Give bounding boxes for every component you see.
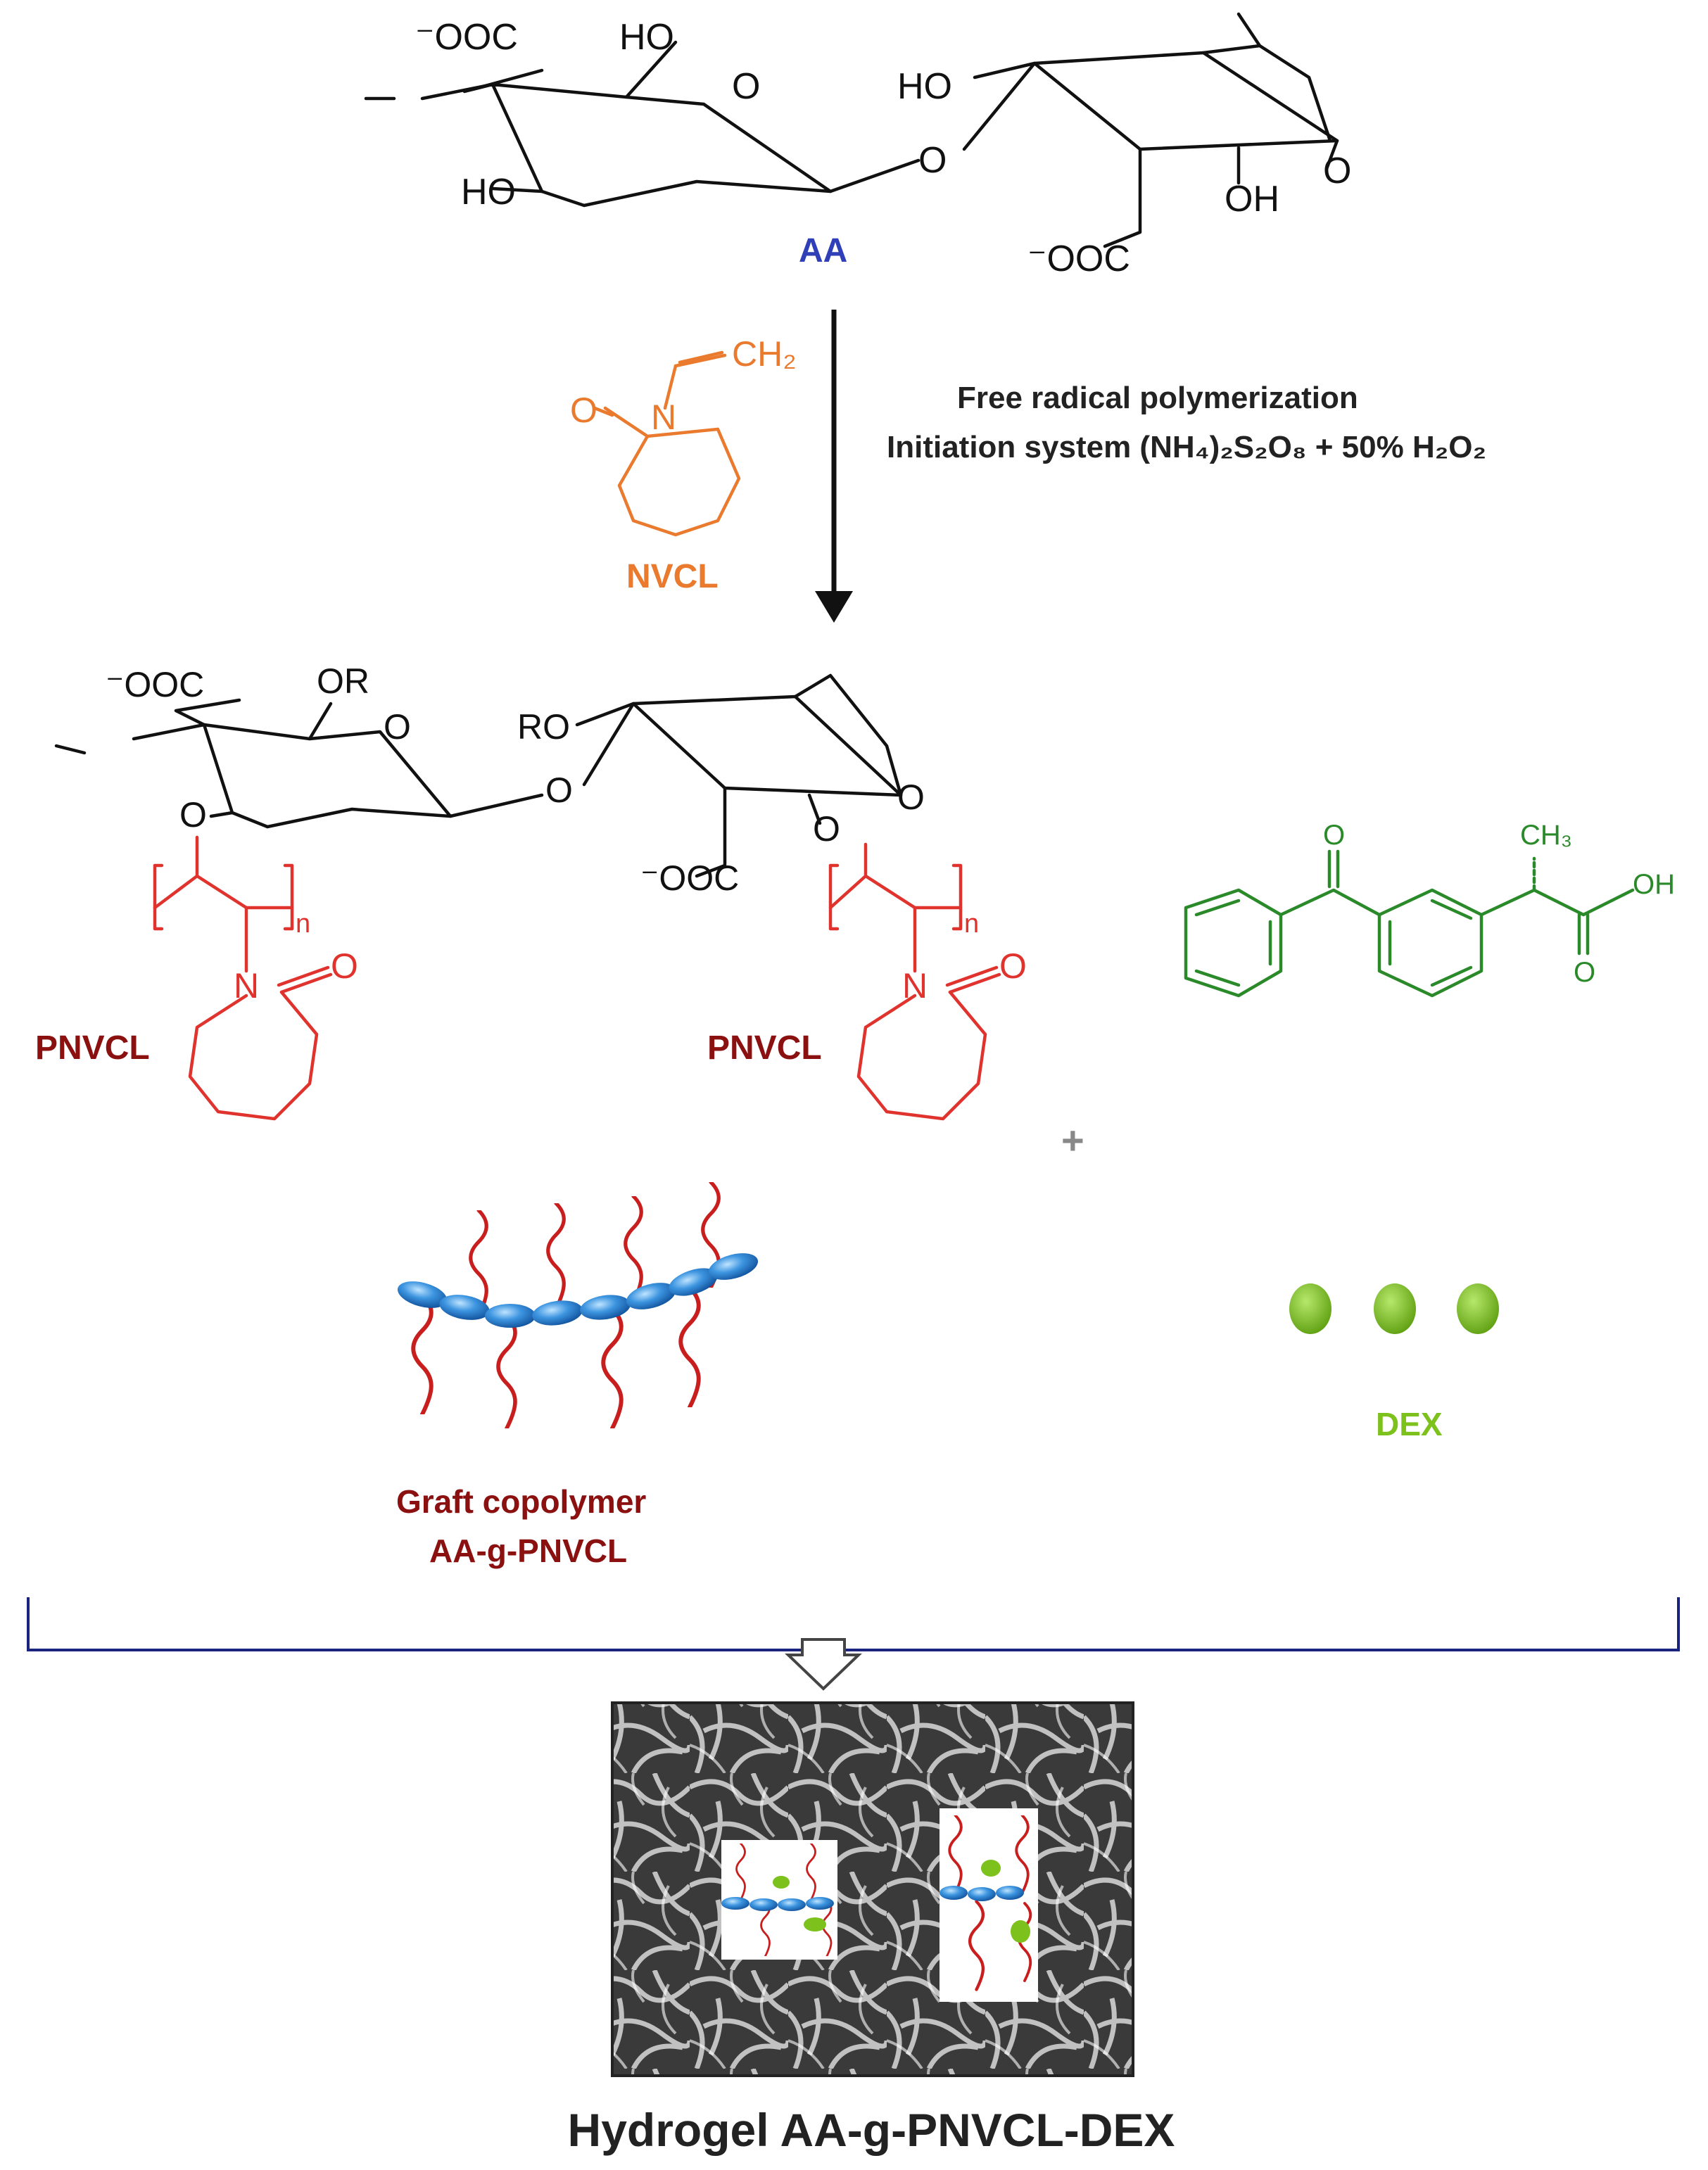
hydrogel-inset-right xyxy=(940,1808,1038,2002)
aa-coo-top: ⁻OOC xyxy=(415,17,518,58)
nvcl-label: NVCL xyxy=(626,558,719,595)
combine-arrow xyxy=(785,1638,862,1691)
pnvcl-right-labels: n N O xyxy=(902,909,1027,1005)
reaction-conditions: Free radical polymerization Initiation s… xyxy=(887,381,1486,464)
hydrogel-title: Hydrogel AA-g-PNVCL-DEX xyxy=(568,2104,1175,2156)
pnvcl-left-label: PNVCL xyxy=(35,1029,150,1067)
graft-copolymer-line1: Graft copolymer xyxy=(396,1483,646,1520)
graft-copolymer-label: Graft copolymer AA-g-PNVCL xyxy=(396,1483,646,1569)
graft-coo-bottom: ⁻OOC xyxy=(640,858,739,898)
nvcl-o: O xyxy=(570,391,597,430)
dex-label: DEX xyxy=(1376,1406,1443,1442)
hydrogel-sem-image xyxy=(611,1701,1134,2077)
dex-dot xyxy=(1289,1283,1331,1334)
nvcl-ch2: CH₂ xyxy=(732,334,797,374)
drug-structure xyxy=(1184,849,1635,998)
graft-backbone-labels: ⁻OOC OR O RO O O O O ⁻OOC xyxy=(106,661,925,898)
pnvcl-left-labels: n N O xyxy=(234,909,358,1005)
condition-line1: Free radical polymerization xyxy=(957,381,1358,415)
pnvcl-right xyxy=(828,842,1001,1121)
dex-dot xyxy=(1374,1283,1416,1334)
aa-ho-right: HO xyxy=(897,66,952,107)
aa-ho-left: HO xyxy=(461,172,516,212)
aa-ho-top: HO xyxy=(619,17,674,58)
graft-ro: RO xyxy=(517,707,570,747)
drug-structure-labels: O CH₃ OH O xyxy=(1323,820,1675,988)
dex-dot xyxy=(1457,1283,1499,1334)
graft-ring-o: O xyxy=(384,707,411,747)
pnvcl-right-label: PNVCL xyxy=(707,1029,822,1067)
pnvcl-left-o-atom: O xyxy=(331,946,358,986)
graft-bridge-o: O xyxy=(897,778,925,817)
aa-structure-labels: ⁻OOC HO O HO O HO O OH ⁻OOC xyxy=(415,17,1351,279)
aa-link-o: O xyxy=(918,140,947,181)
graft-coo-top: ⁻OOC xyxy=(106,665,204,704)
graft-link-o: O xyxy=(545,770,573,810)
aa-bridge-o: O xyxy=(1323,151,1351,191)
graft-o-right: O xyxy=(813,809,840,849)
aa-ring-o: O xyxy=(732,66,760,107)
aa-structure xyxy=(364,12,1339,248)
reaction-arrow xyxy=(815,310,853,623)
pnvcl-right-o-atom: O xyxy=(999,946,1027,986)
nvcl-n: N xyxy=(651,398,676,437)
graft-o-left: O xyxy=(179,795,207,835)
dex-dots xyxy=(1289,1283,1499,1334)
drug-oh: OH xyxy=(1633,869,1675,900)
drug-o-ketone: O xyxy=(1323,820,1345,851)
nvcl-structure xyxy=(593,350,741,537)
backbone-beads xyxy=(397,1253,759,1328)
nvcl-labels: CH₂ N O xyxy=(570,334,797,437)
plus-sign: + xyxy=(1061,1118,1084,1162)
drug-o-acid: O xyxy=(1574,957,1595,988)
aa-coo-bottom: ⁻OOC xyxy=(1027,239,1130,279)
hydrogel-inset-left xyxy=(721,1840,837,1960)
graft-copolymer-line2: AA-g-PNVCL xyxy=(429,1533,627,1569)
pnvcl-right-n-atom: N xyxy=(902,966,928,1005)
graft-or-top: OR xyxy=(317,661,369,701)
combine-bracket xyxy=(27,1597,1680,1651)
pnvcl-left xyxy=(153,835,333,1121)
pnvcl-left-n-sub: n xyxy=(296,909,310,939)
aa-label: AA xyxy=(799,232,847,269)
graft-backbone xyxy=(54,673,903,878)
condition-line2: Initiation system (NH₄)₂S₂O₈ + 50% H₂O₂ xyxy=(887,430,1486,464)
pnvcl-left-n-atom: N xyxy=(234,966,259,1005)
graft-copolymer-cartoon xyxy=(397,1182,759,1428)
drug-ch3: CH₃ xyxy=(1520,820,1572,851)
aa-oh: OH xyxy=(1225,179,1279,220)
pnvcl-right-n-sub: n xyxy=(964,909,979,939)
